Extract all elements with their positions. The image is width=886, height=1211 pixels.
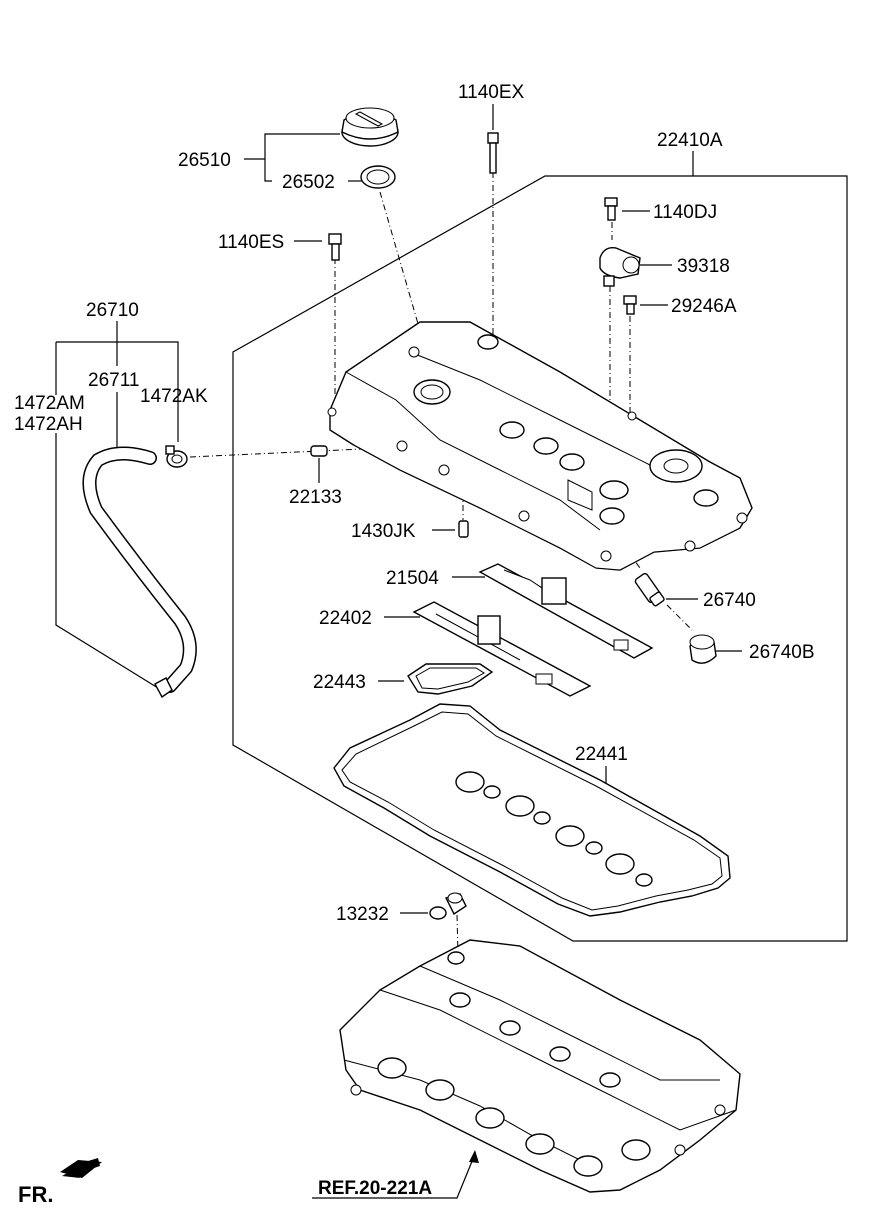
- label-1472AK: 1472AK: [140, 386, 208, 407]
- front-arrow-icon: [60, 1158, 102, 1178]
- label-26711: 26711: [88, 370, 139, 391]
- label-1140ES: 1140ES: [218, 232, 284, 253]
- leader-lines: [55, 104, 742, 1199]
- filler-cap-gasket: [360, 165, 396, 189]
- label-26710: 26710: [86, 300, 139, 321]
- oil-filler-cap: [341, 107, 399, 147]
- label-26740: 26740: [703, 590, 756, 611]
- pcv-valve-cap: [689, 634, 717, 664]
- pcv-fitting: [310, 445, 328, 457]
- ref-label: REF.20-221A: [318, 1178, 432, 1199]
- label-29246A: 29246A: [671, 296, 737, 317]
- baffle-plate: [412, 601, 592, 697]
- label-1140EX: 1140EX: [458, 82, 525, 103]
- label-22133: 22133: [289, 487, 342, 508]
- label-26510: 26510: [178, 150, 231, 171]
- cam-position-sensor: [599, 247, 641, 287]
- pcv-valve: [634, 572, 665, 607]
- dowel-pin: [458, 520, 469, 538]
- assembly-boundary-22410A: [232, 175, 848, 942]
- label-22410A: 22410A: [657, 130, 723, 151]
- cylinder-head: [339, 939, 741, 1193]
- label-22441: 22441: [575, 744, 628, 765]
- cylinder-head-cover: [327, 321, 753, 571]
- label-26502: 26502: [282, 172, 335, 193]
- label-1140DJ: 1140DJ: [653, 202, 717, 223]
- bolt-1140ES: [328, 233, 342, 261]
- hose-clamp: [165, 445, 188, 468]
- label-26740B: 26740B: [749, 642, 815, 663]
- label-1472AH: 1472AH: [14, 414, 83, 435]
- label-1430JK: 1430JK: [351, 521, 416, 542]
- bolt-1140DJ: [604, 197, 618, 221]
- label-21504: 21504: [386, 568, 439, 589]
- bolt-1140EX: [487, 132, 499, 174]
- label-22443: 22443: [313, 672, 366, 693]
- plug-29246A: [623, 295, 637, 315]
- spark-plug-gasket: [407, 663, 494, 695]
- plug-13232: [429, 892, 467, 920]
- label-22402: 22402: [319, 608, 372, 629]
- head-cover-gasket: [333, 703, 731, 917]
- label-1472AM: 1472AM: [14, 393, 85, 414]
- pcv-hose: [82, 446, 197, 699]
- label-39318: 39318: [677, 256, 730, 277]
- oil-separator-plate: [478, 563, 654, 659]
- front-label: FR.: [18, 1182, 53, 1207]
- label-13232: 13232: [336, 904, 389, 925]
